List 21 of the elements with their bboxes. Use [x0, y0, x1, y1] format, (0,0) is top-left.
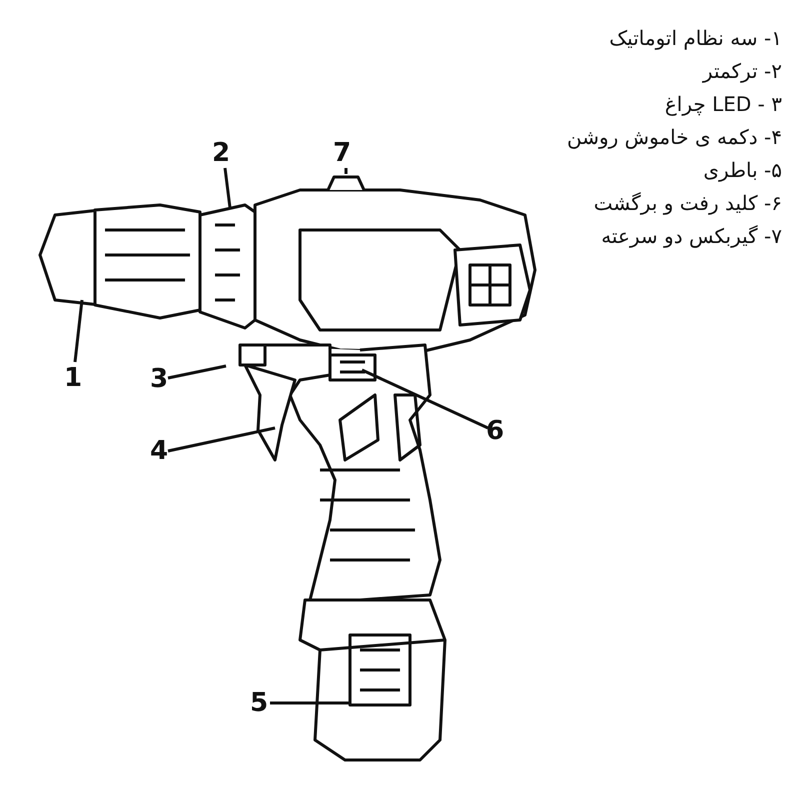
- part-description: ۱- سه نظام اتوماتیک: [608, 25, 782, 52]
- callout-number: 5: [250, 690, 268, 716]
- part-description: ۴- دکمه ی خاموش روشن: [567, 124, 782, 151]
- callout-number: 1: [64, 365, 82, 391]
- leader-line: [344, 168, 348, 174]
- part-description: ۳ - LED چراغ: [664, 91, 782, 118]
- part-description: ۶- کلید رفت و برگشت: [592, 190, 782, 217]
- callout-number: 7: [333, 140, 352, 166]
- part-description: ۲- ترکمتر: [701, 58, 782, 85]
- part-description: ۷- گیربکس دو سرعته: [600, 223, 782, 250]
- callout-number: 4: [150, 438, 168, 464]
- part-description: ۵- باطری: [702, 157, 782, 184]
- leader-line: [361, 368, 489, 430]
- leader-line: [224, 168, 232, 208]
- leader-line: [168, 426, 276, 452]
- leader-line: [74, 300, 84, 362]
- callout-number: 2: [212, 140, 230, 166]
- leader-line: [270, 702, 350, 704]
- callout-number: 6: [486, 418, 504, 444]
- callout-number: 3: [150, 366, 168, 392]
- leader-line: [168, 364, 226, 380]
